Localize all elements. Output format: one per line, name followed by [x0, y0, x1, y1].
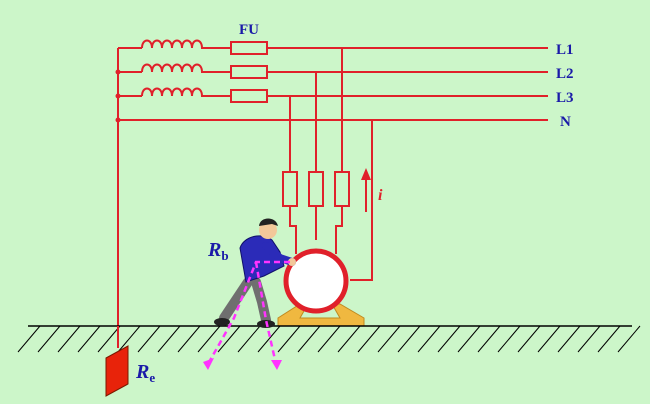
- current-arrowhead: [203, 358, 214, 370]
- motor-frame: [283, 248, 349, 314]
- junction-dots: [115, 69, 121, 123]
- line-label-l3: L3: [556, 90, 574, 106]
- winding-coil: [141, 39, 206, 49]
- person-leg: [219, 277, 253, 323]
- person-hand: [288, 258, 296, 266]
- winding-coil: [141, 63, 206, 73]
- fuse-label: FU: [239, 22, 259, 38]
- body-current-path-left: [206, 260, 290, 365]
- junction-dot: [115, 117, 121, 123]
- earth-resistance-label: Re: [135, 361, 155, 385]
- fuses: [230, 41, 268, 103]
- junction-dot: [115, 93, 121, 99]
- load-resistor: [282, 171, 298, 207]
- line-label-n: N: [560, 114, 571, 130]
- load-resistors: [282, 171, 350, 207]
- person-figure: [214, 218, 296, 328]
- current-arrowhead: [271, 360, 282, 370]
- fuse-l2: [230, 65, 268, 79]
- feeder-l1-lower: [335, 206, 343, 254]
- line-labels: L1 L2 L3 N: [556, 42, 574, 130]
- current-arrow: [361, 168, 371, 212]
- return-wire: [350, 120, 373, 281]
- person-head: [259, 221, 277, 239]
- body-resistance-label: Rb: [207, 239, 229, 263]
- line-label-l2: L2: [556, 66, 574, 82]
- junction-dot: [115, 69, 121, 75]
- load-resistor: [308, 171, 324, 207]
- body-current-arrowheads: [203, 358, 282, 370]
- source-windings: [141, 39, 206, 97]
- line-label-l1: L1: [556, 42, 574, 58]
- earth-plate: [105, 345, 129, 397]
- fuse-l1: [230, 41, 268, 55]
- current-label: i: [378, 187, 383, 204]
- motor-feeders: [289, 48, 373, 281]
- fuse-l3: [230, 89, 268, 103]
- motor: [277, 248, 365, 327]
- ground: [17, 325, 641, 353]
- person-shoe: [214, 318, 230, 326]
- ground-hatch: [17, 325, 641, 353]
- body-current-path-right: [254, 261, 278, 365]
- feeder-l3-lower: [289, 206, 297, 254]
- winding-coil: [141, 87, 206, 97]
- earth-electrode: [105, 326, 129, 397]
- person-arm: [262, 242, 296, 266]
- current-arrow-head: [361, 168, 371, 180]
- motor-base: [277, 303, 365, 327]
- body-current-path: [206, 260, 290, 365]
- load-resistor: [334, 171, 350, 207]
- person-hair: [259, 218, 278, 226]
